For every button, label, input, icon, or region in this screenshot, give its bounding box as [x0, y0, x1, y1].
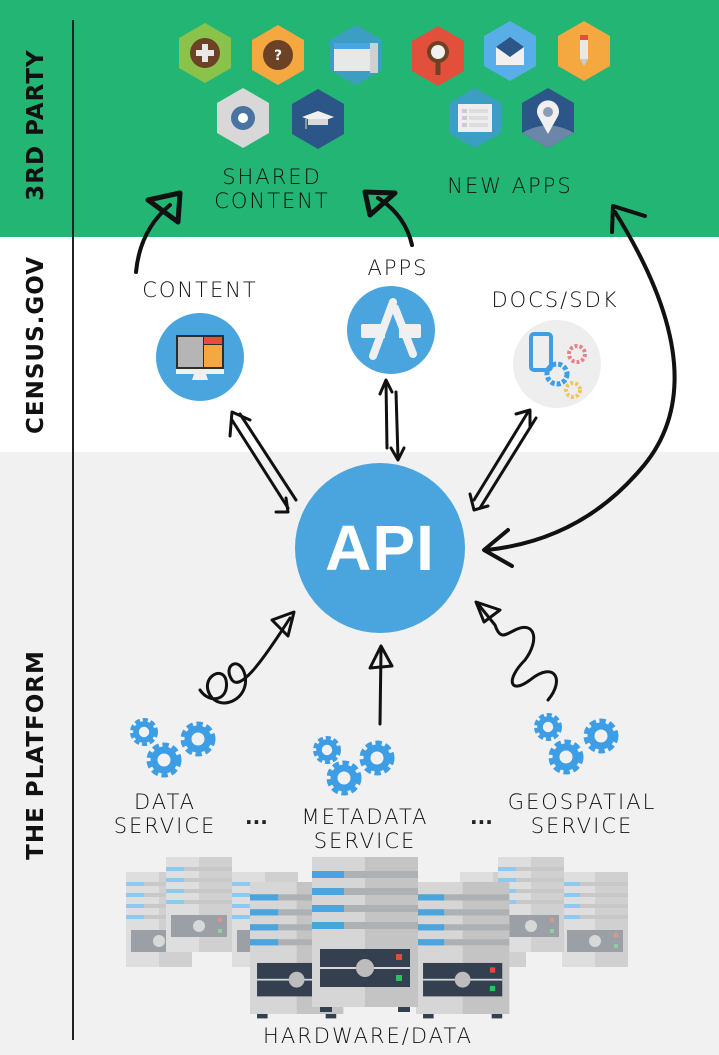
server-icon — [312, 857, 418, 1012]
content-label: CONTENT — [142, 278, 258, 302]
shared-content-label-line2: CONTENT — [214, 189, 330, 213]
geospatial-service-label-line2: SERVICE — [530, 814, 634, 838]
new-apps-label: NEW APPS — [447, 174, 573, 198]
arrowhead — [145, 190, 183, 225]
app-store-icon — [361, 298, 421, 360]
metadata-service-label: METADATA SERVICE — [301, 805, 428, 853]
geospatial-service-label-line1: GEOSPATIAL — [507, 790, 657, 814]
arrow-metadata-api — [378, 648, 383, 726]
help-icon: ? — [252, 25, 304, 85]
arrowhead — [274, 496, 290, 514]
third-party-icons: ? — [179, 21, 610, 149]
zone-divider-line — [72, 20, 74, 1040]
docs-sdk-label: DOCS/SDK — [491, 288, 619, 312]
arrowhead — [228, 410, 252, 438]
arrow-content-api — [230, 418, 290, 510]
arrow-docs-api — [478, 416, 538, 510]
search-magnifier-icon — [412, 26, 464, 86]
graduation-cap-icon — [292, 89, 344, 149]
arrow-apps-api — [394, 390, 400, 460]
arrowhead — [389, 446, 406, 462]
metadata-service-label-line1: METADATA — [301, 805, 429, 829]
arrowhead — [368, 644, 394, 670]
tablet-gears-icon — [529, 332, 587, 399]
data-service-label-line1: DATA — [133, 790, 197, 814]
arrowhead — [362, 189, 398, 218]
arrow-content-api — [238, 412, 298, 502]
server-icon — [562, 872, 628, 967]
arrow-data-service-api — [198, 616, 292, 705]
shared-content-label-line1: SHARED — [222, 165, 322, 189]
api-label: API — [325, 512, 435, 584]
hardware-data-label: HARDWARE/DATA — [263, 1024, 473, 1048]
apps-node — [347, 286, 435, 374]
metadata-service-label-line2: SERVICE — [313, 829, 417, 853]
geospatial-service-label: GEOSPATIAL SERVICE — [508, 790, 657, 838]
data-service-label-line2: SERVICE — [113, 814, 217, 838]
arrowhead — [482, 528, 514, 568]
pencil-icon — [558, 21, 610, 81]
svg-text:?: ? — [274, 48, 282, 64]
content-node — [156, 313, 244, 401]
mail-envelope-icon — [484, 21, 536, 81]
arrowhead — [378, 378, 394, 396]
server-icon — [166, 857, 232, 952]
arrow-docs-api — [472, 410, 530, 502]
ellipsis: ... — [470, 805, 493, 829]
shared-content-label: SHARED CONTENT — [214, 165, 330, 213]
plus-icon — [179, 23, 231, 83]
arrowhead — [270, 610, 296, 638]
arrowhead — [610, 204, 647, 234]
docs-sdk-node — [513, 320, 601, 408]
map-pin-icon — [522, 88, 574, 148]
settings-gear-icon — [217, 88, 269, 148]
data-service-label: DATA SERVICE — [114, 790, 217, 838]
arrow-newapps-api — [485, 210, 677, 552]
arrowhead — [514, 408, 532, 428]
arrow-geospatial-api — [476, 602, 558, 702]
api-node — [295, 463, 465, 633]
server-icon — [416, 882, 510, 1019]
arrowhead — [474, 600, 502, 624]
arrow-apps-api — [384, 380, 389, 450]
apps-label: APPS — [367, 256, 429, 280]
browser-window-icon — [330, 25, 382, 85]
checklist-icon — [449, 88, 501, 148]
arrowhead — [468, 492, 490, 512]
desktop-monitor-icon — [176, 335, 224, 380]
ellipsis: ... — [245, 805, 268, 829]
